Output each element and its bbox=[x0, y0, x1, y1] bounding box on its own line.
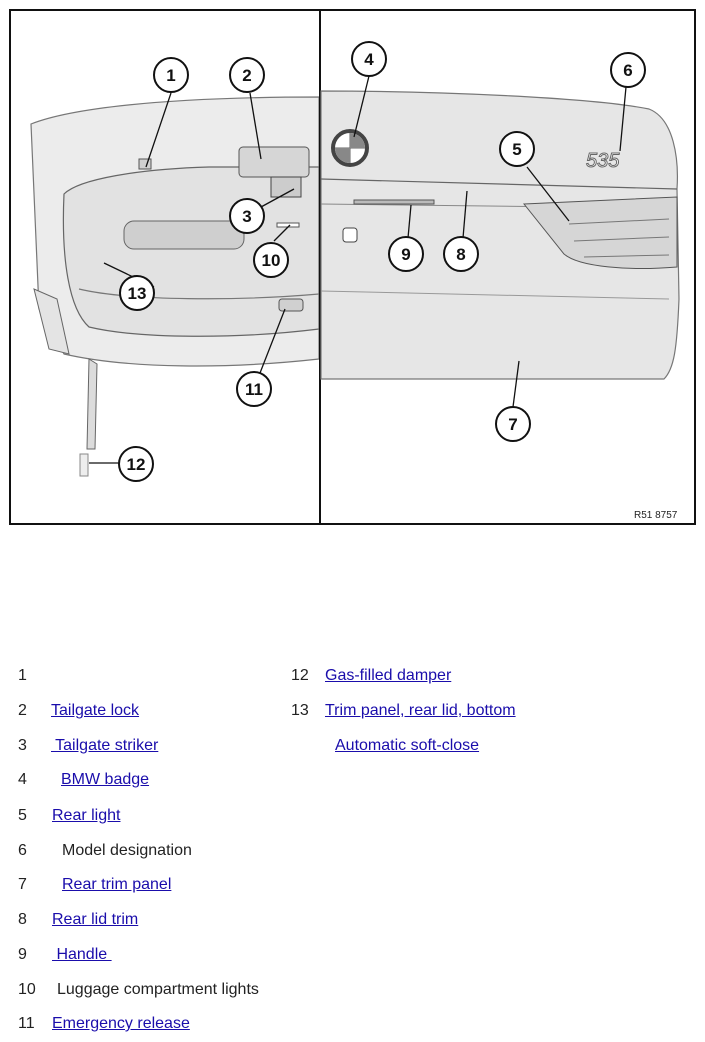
legend-number: 6 bbox=[18, 842, 27, 859]
callouts: 1 2 3 4 5 6 7 8 9 10 11 12 13 bbox=[118, 41, 646, 482]
legend-label: Model designation bbox=[62, 842, 192, 859]
tailgate-lock-link[interactable]: Tailgate lock bbox=[51, 702, 140, 719]
legend-number: 7 bbox=[18, 876, 27, 893]
legend-number: 13 bbox=[291, 702, 309, 719]
tailgate-striker-link[interactable]: Tailgate striker bbox=[51, 737, 159, 754]
svg-text:3: 3 bbox=[242, 207, 251, 226]
legend-number: 8 bbox=[18, 911, 27, 928]
svg-text:12: 12 bbox=[127, 455, 146, 474]
legend-number: 1 bbox=[18, 667, 27, 684]
callout-10: 10 bbox=[253, 242, 289, 278]
figure-code: R51 8757 bbox=[634, 510, 678, 521]
svg-text:4: 4 bbox=[364, 50, 374, 69]
callout-12: 12 bbox=[118, 446, 154, 482]
rear-trim-panel-link[interactable]: Rear trim panel bbox=[62, 876, 172, 893]
callout-11: 11 bbox=[236, 371, 272, 407]
legend-number: 9 bbox=[18, 946, 27, 963]
automatic-soft-close-link[interactable]: Automatic soft-close bbox=[335, 737, 480, 754]
svg-text:1: 1 bbox=[166, 66, 175, 85]
svg-text:6: 6 bbox=[623, 61, 632, 80]
legend-number: 11 bbox=[18, 1015, 35, 1032]
svg-text:7: 7 bbox=[508, 415, 517, 434]
rear-light-link[interactable]: Rear light bbox=[52, 807, 121, 824]
legend-number: 2 bbox=[18, 702, 27, 719]
rear-lid-trim-link[interactable]: Rear lid trim bbox=[52, 911, 139, 928]
trim-panel-link[interactable]: Trim panel, rear lid, bottom bbox=[325, 702, 516, 719]
gas-filled-damper-link[interactable]: Gas-filled damper bbox=[325, 667, 452, 684]
svg-text:5: 5 bbox=[512, 140, 521, 159]
right-panel-lid-exterior: 535 bbox=[320, 90, 680, 380]
model-emblem: 535 bbox=[586, 150, 620, 172]
svg-text:9: 9 bbox=[401, 245, 410, 264]
callout-8: 8 bbox=[443, 236, 479, 272]
svg-text:11: 11 bbox=[245, 380, 263, 399]
callout-3: 3 bbox=[229, 198, 265, 234]
rear-lid-diagram: 535 1 2 3 4 5 6 7 8 9 10 11 12 13 R51 87… bbox=[9, 9, 696, 525]
legend-number: 12 bbox=[291, 667, 309, 684]
callout-4: 4 bbox=[351, 41, 387, 77]
callout-7: 7 bbox=[495, 406, 531, 442]
callout-13: 13 bbox=[119, 275, 155, 311]
svg-text:10: 10 bbox=[262, 251, 281, 270]
callout-5: 5 bbox=[499, 131, 535, 167]
legend-number: 10 bbox=[18, 981, 36, 998]
legend-number: 3 bbox=[18, 737, 27, 754]
callout-1: 1 bbox=[153, 57, 189, 93]
handle-link[interactable]: Handle bbox=[52, 946, 112, 963]
svg-text:8: 8 bbox=[456, 245, 465, 264]
legend-number: 5 bbox=[18, 807, 27, 824]
legend-number: 4 bbox=[18, 771, 27, 788]
leader-lines bbox=[89, 75, 627, 464]
left-panel-lid-interior bbox=[30, 96, 320, 477]
emergency-release-link[interactable]: Emergency release bbox=[52, 1015, 190, 1032]
svg-text:13: 13 bbox=[128, 284, 147, 303]
callout-2: 2 bbox=[229, 57, 265, 93]
legend-label: Luggage compartment lights bbox=[57, 981, 259, 998]
svg-text:2: 2 bbox=[242, 66, 251, 85]
bmw-badge-link[interactable]: BMW badge bbox=[61, 771, 150, 788]
callout-9: 9 bbox=[388, 236, 424, 272]
callout-6: 6 bbox=[610, 52, 646, 88]
